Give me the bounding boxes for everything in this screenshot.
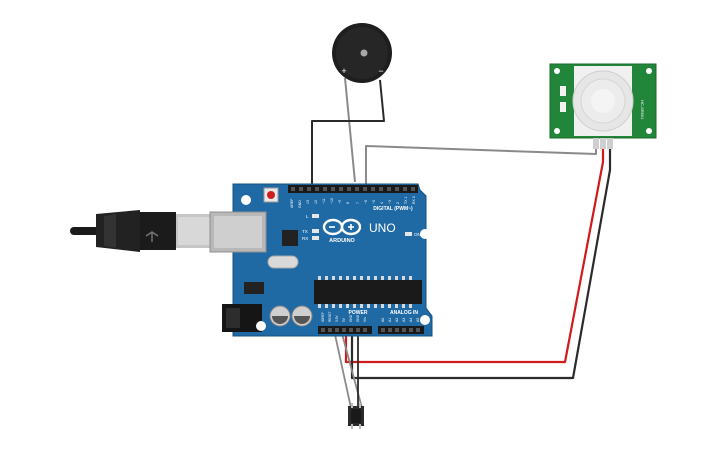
pin-label: GND	[356, 314, 360, 322]
pin-label: 2	[396, 202, 400, 204]
pin-label: GND	[349, 314, 353, 322]
digital-header-label: DIGITAL (PWM~)	[373, 206, 413, 212]
crystal-oscillator	[267, 255, 299, 269]
aref-label: AREF	[290, 199, 294, 208]
wire-buzzer-positive[interactable]	[344, 77, 356, 183]
pin-label: A4	[409, 318, 413, 322]
wire-pir-signal[interactable]	[365, 145, 597, 186]
arduino-logo-text: ARDUINO	[329, 238, 355, 244]
l-led-label: L	[306, 214, 309, 219]
on-led-label: ON	[414, 232, 421, 237]
pin-label: 8	[346, 202, 350, 204]
pin-label: A2	[395, 318, 399, 322]
buzzer-minus-label: −	[378, 66, 383, 76]
pin-label: ~3	[388, 200, 392, 204]
mounting-hole	[241, 195, 251, 205]
pin-label: RX 0	[412, 196, 416, 204]
pin-label: TX 1	[404, 197, 408, 204]
rx-led	[312, 236, 319, 240]
pin-label: ~9	[338, 200, 342, 204]
digital-header[interactable]	[288, 185, 418, 193]
mounting-hole	[420, 315, 430, 325]
mounting-hole	[420, 229, 430, 239]
rx-led-label: RX	[302, 236, 308, 241]
pin-label: 3.3V	[335, 315, 339, 322]
analog-header-label: ANALOG IN	[390, 310, 418, 316]
pin-label: 13	[306, 200, 310, 204]
pin-label: ~11	[322, 198, 326, 204]
pin-label: A1	[388, 318, 392, 322]
power-header-label: POWER	[349, 310, 368, 316]
tx-led	[312, 229, 319, 233]
pir-model-label: HC-SR501	[640, 100, 645, 120]
pin-label: Vin	[363, 317, 367, 322]
usb-chip	[282, 230, 298, 246]
pir-motion-sensor[interactable]: HC-SR501	[549, 63, 657, 149]
wire-button-left[interactable]	[333, 329, 352, 409]
mounting-hole	[256, 321, 266, 331]
arduino-logo-icon	[322, 218, 362, 236]
on-led	[405, 232, 412, 236]
wires	[311, 77, 612, 409]
atmega-chip	[314, 280, 422, 304]
buzzer-plus-label: +	[341, 66, 346, 76]
pin-label: 7	[356, 202, 360, 204]
wire-buzzer-ground[interactable]	[311, 79, 385, 186]
pin-label: A5	[416, 318, 420, 322]
usb-cable	[70, 210, 212, 252]
push-button[interactable]	[348, 403, 364, 429]
wire-pir-ground[interactable]	[350, 149, 612, 380]
pin-label: ~6	[364, 200, 368, 204]
pin-label: 4	[380, 202, 384, 204]
pin-label: A3	[402, 318, 406, 322]
arduino-uno-board[interactable]: ARDUINO UNO DIGITAL (PWM~) POWER ANALOG …	[209, 183, 433, 337]
pin-label: RESET	[328, 311, 332, 322]
piezo-buzzer[interactable]: + −	[332, 23, 392, 83]
l-led	[312, 214, 319, 218]
pin-label: IOREF	[321, 312, 325, 322]
pin-label: A0	[381, 318, 385, 322]
analog-header[interactable]	[378, 326, 424, 334]
pin-label: ~5	[372, 200, 376, 204]
pir-pins	[593, 138, 613, 149]
tx-led-label: TX	[302, 229, 308, 234]
board-model-label: UNO	[369, 221, 396, 235]
voltage-regulator	[244, 282, 264, 294]
pin-label: ~10	[330, 198, 334, 204]
digital-pin-labels: 13 12 ~11 ~10 ~9 8 7 ~6 ~5 4 ~3 2 TX 1 R…	[306, 196, 416, 204]
analog-pin-labels: A0 A1 A2 A3 A4 A5	[381, 318, 420, 322]
power-pin-labels: IOREF RESET 3.3V 5V GND GND Vin	[321, 311, 367, 322]
gnd-label: GND	[298, 200, 302, 208]
pin-label: 12	[314, 200, 318, 204]
pin-label: 5V	[342, 317, 346, 322]
